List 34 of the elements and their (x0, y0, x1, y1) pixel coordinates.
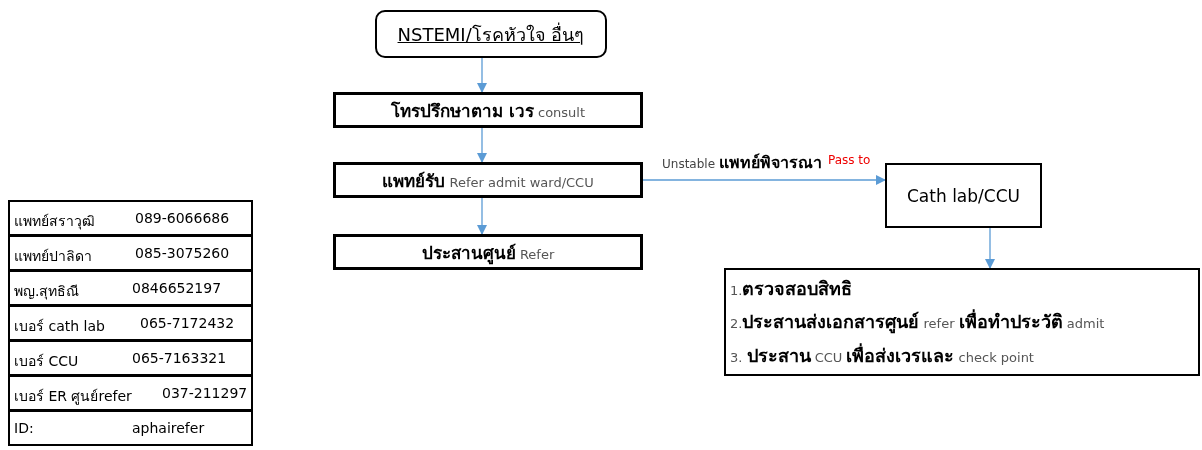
node-text: NSTEMI/โรคหัวใจ อื่นๆ (397, 21, 585, 47)
process-box (333, 234, 643, 270)
node-text: แพทย์รับ Refer admit ward/CCU (382, 169, 594, 193)
process-box (885, 163, 1042, 228)
contact-value: 065-7172432 (140, 315, 235, 331)
contact-value: 037-211297 (162, 385, 248, 401)
arrow (477, 127, 487, 163)
start-box (375, 10, 607, 58)
contact-value: 0846652197 (132, 280, 222, 296)
node-text: Cath lab/CCU (907, 185, 1020, 206)
process-box (333, 162, 643, 198)
contact-value: aphairefer (132, 420, 205, 436)
contact-name: พญ.สุทธิณี (14, 282, 80, 302)
checklist-item: 2.ประสานส่งเอกสารศูนย์ refer เพื่อทำประวัติ admit (730, 308, 1105, 336)
contact-name: เบอร์ cath lab (14, 317, 105, 336)
contact-name: แพทย์สราวุฒิ (14, 212, 95, 232)
contact-name: ID: (14, 420, 34, 436)
node-text: โทรปรึกษาตาม เวร consult (390, 99, 586, 123)
arrow (477, 197, 487, 235)
checklist-item: 3. ประสาน CCU เพื่อส่งเวรและ check point (730, 342, 1034, 368)
checklist-box (724, 268, 1200, 376)
arrow (477, 57, 487, 93)
contact-value: 085-3075260 (135, 245, 230, 261)
contact-name: เบอร์ ER ศูนย์refer (14, 387, 132, 407)
contact-name: แพทย์ปาลิดา (14, 247, 92, 266)
contact-value: 089-6066686 (135, 210, 230, 226)
checklist-item: 1.ตรวจสอบสิทธิ (730, 277, 853, 302)
contact-name: เบอร์ CCU (14, 352, 79, 371)
note-text: Pass to (826, 153, 873, 167)
process-box (333, 92, 643, 128)
arrow (985, 227, 995, 269)
node-text: ประสานศูนย์ Refer (421, 241, 555, 266)
arrow (642, 175, 886, 185)
contact-value: 065-7163321 (132, 350, 227, 366)
